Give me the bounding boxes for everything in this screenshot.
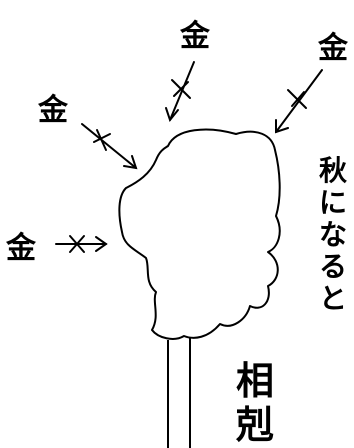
metal-label-top: 金 <box>179 19 211 54</box>
sokoku-char-1: 相 <box>236 359 274 403</box>
tree-trunk <box>167 335 191 448</box>
arrow-upper-left <box>81 123 138 170</box>
arrow-left <box>55 235 108 253</box>
metal-label-top-right: 金 <box>317 31 349 66</box>
autumn-char-1: 秋 <box>319 154 348 187</box>
arrow-top-right <box>275 69 323 134</box>
autumn-char-4: る <box>319 250 347 283</box>
autumn-char-5: と <box>319 282 347 315</box>
autumn-char-2: に <box>319 186 347 219</box>
autumn-text-vertical: 秋 に な る と <box>319 154 348 315</box>
metal-label-upper-left: 金 <box>37 93 69 128</box>
sokoku-char-2: 剋 <box>235 403 274 447</box>
attack-arrows <box>55 61 323 253</box>
metal-label-left: 金 <box>5 231 37 266</box>
sokoku-text-vertical: 相 剋 <box>235 359 274 447</box>
arrow-top <box>165 61 195 123</box>
tree-canopy <box>118 128 281 340</box>
autumn-char-3: な <box>319 218 347 251</box>
